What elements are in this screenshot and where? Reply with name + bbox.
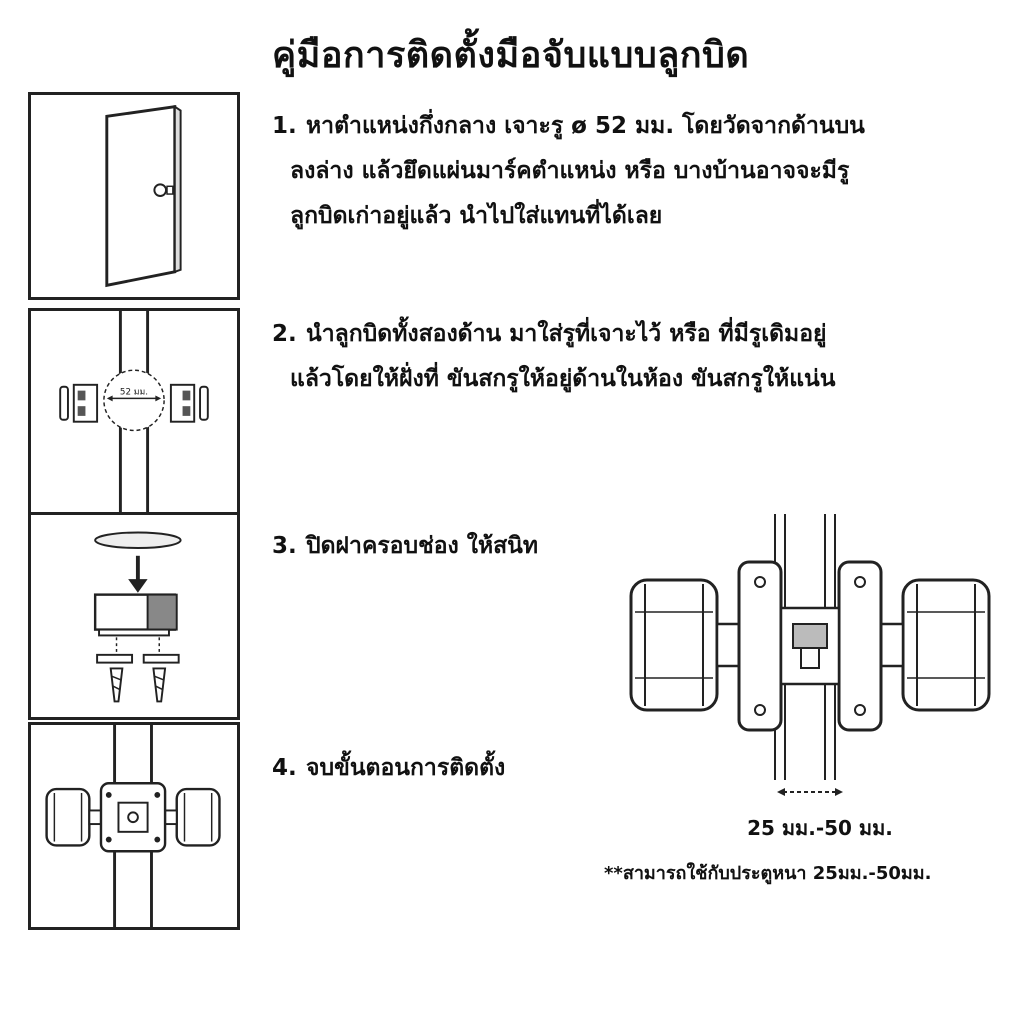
step-3: 3. ปิดฝาครอบช่อง ให้สนิท xyxy=(272,524,992,569)
door-thickness-label: 25 มม.-50 มม. xyxy=(747,816,893,840)
step-2-line-2: แล้วโดยให้ฝั่งที่ ขันสกรูให้อยู่ด้านในห้… xyxy=(290,366,836,392)
illustration-installed xyxy=(28,722,240,930)
knob-assembly-diagram xyxy=(625,512,995,812)
illustration-cover xyxy=(28,512,240,720)
door-thickness-note: **สามารถใช้กับประตูหนา 25มม.-50มม. xyxy=(604,863,932,884)
step-2-line-1: นำลูกบิดทั้งสองด้าน มาใส่รูที่เจาะไว้ หร… xyxy=(306,321,827,347)
step-4-number: 4. xyxy=(272,755,297,781)
step-4: 4. จบขั้นตอนการติดตั้ง xyxy=(272,746,992,791)
hole-size-label: 52 มม. xyxy=(120,388,148,398)
step-1-line-2: ลงล่าง แล้วยึดแผ่นมาร์คตำแหน่ง หรือ บางบ… xyxy=(290,158,850,184)
page-title: คู่มือการติดตั้งมือจับแบบลูกบิด xyxy=(272,35,750,76)
step-3-line-1: ปิดฝาครอบช่อง ให้สนิท xyxy=(306,533,539,559)
step-1-line-1: หาตำแหน่งกึ่งกลาง เจาะรู ø 52 มม. โดยวัด… xyxy=(306,113,865,139)
step-1-number: 1. xyxy=(272,113,297,139)
step-1-line-3: ลูกบิดเก่าอยู่แล้ว นำไปใส่แทนที่ได้เลย xyxy=(290,203,663,229)
step-2: 2. นำลูกบิดทั้งสองด้าน มาใส่รูที่เจาะไว้… xyxy=(272,312,992,402)
illustration-hole: 52 มม. xyxy=(28,308,240,516)
step-1: 1. หาตำแหน่งกึ่งกลาง เจาะรู ø 52 มม. โดย… xyxy=(272,104,992,239)
step-3-number: 3. xyxy=(272,533,297,559)
step-2-number: 2. xyxy=(272,321,297,347)
step-4-line-1: จบขั้นตอนการติดตั้ง xyxy=(306,755,506,781)
illustration-door xyxy=(28,92,240,300)
